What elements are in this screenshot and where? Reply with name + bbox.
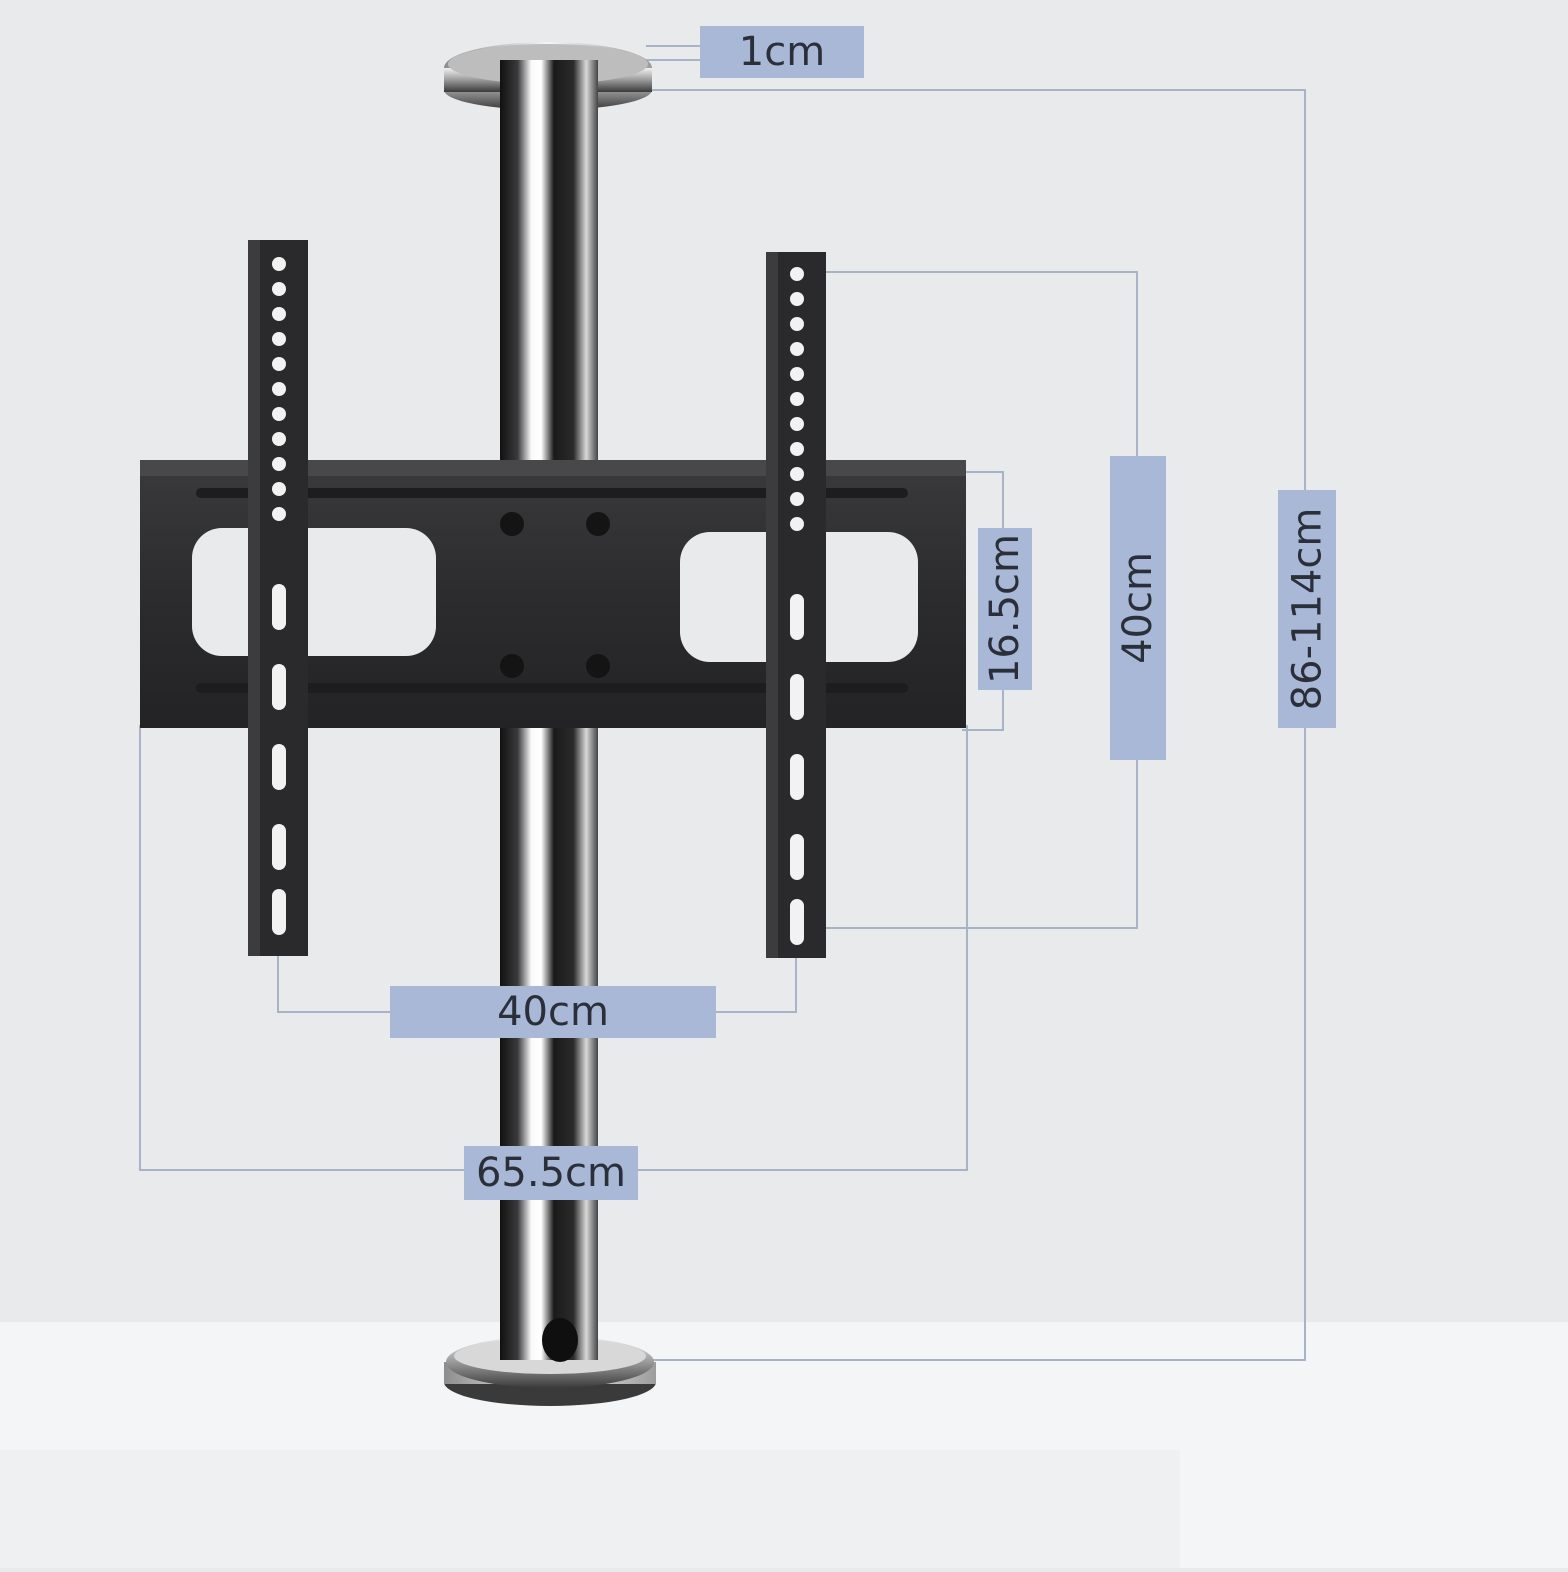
mounting-slot — [272, 824, 286, 870]
mounting-hole — [272, 482, 286, 496]
mounting-hole — [272, 457, 286, 471]
vesa-vertical-label: 40cm — [1115, 552, 1162, 664]
dimension-label-boxes — [390, 26, 1336, 1200]
mounting-hole — [790, 317, 804, 331]
plate-height-label: 16.5cm — [982, 533, 1028, 685]
vesa-horizontal-label: 40cm — [497, 989, 609, 1035]
pole-thickness-label: 1cm — [738, 29, 826, 75]
mounting-hole — [272, 382, 286, 396]
bottom-base-disc — [444, 1310, 656, 1406]
mounting-slot — [790, 899, 804, 945]
mounting-slot — [272, 744, 286, 790]
mounting-hole — [272, 507, 286, 521]
mounting-hole — [272, 257, 286, 271]
mounting-hole — [272, 332, 286, 346]
mounting-hole — [790, 292, 804, 306]
mounting-hole — [272, 307, 286, 321]
mounting-hole — [790, 467, 804, 481]
mounting-slot — [272, 584, 286, 630]
plate-cutout-left — [192, 528, 436, 656]
mounting-hole — [790, 492, 804, 506]
mounting-hole — [790, 367, 804, 381]
mounting-hole — [272, 357, 286, 371]
mounting-hole — [790, 267, 804, 281]
right-vesa-arm — [766, 252, 826, 958]
mounting-hole — [790, 442, 804, 456]
floor-shadow — [0, 1450, 1180, 1568]
mounting-slot — [790, 834, 804, 880]
mounting-hole — [790, 392, 804, 406]
plate-width-label: 65.5cm — [475, 1150, 627, 1196]
total-height-label: 86-114cm — [1284, 507, 1331, 711]
mounting-hole — [790, 342, 804, 356]
mounting-slot — [790, 674, 804, 720]
left-vesa-arm — [248, 240, 308, 956]
mounting-slot — [790, 754, 804, 800]
mounting-slot — [790, 594, 804, 640]
mounting-hole — [272, 407, 286, 421]
mounting-hole — [272, 432, 286, 446]
mounting-slot — [272, 889, 286, 935]
mounting-hole — [272, 282, 286, 296]
mounting-hole — [790, 517, 804, 531]
mounting-hole — [790, 417, 804, 431]
mounting-slot — [272, 664, 286, 710]
